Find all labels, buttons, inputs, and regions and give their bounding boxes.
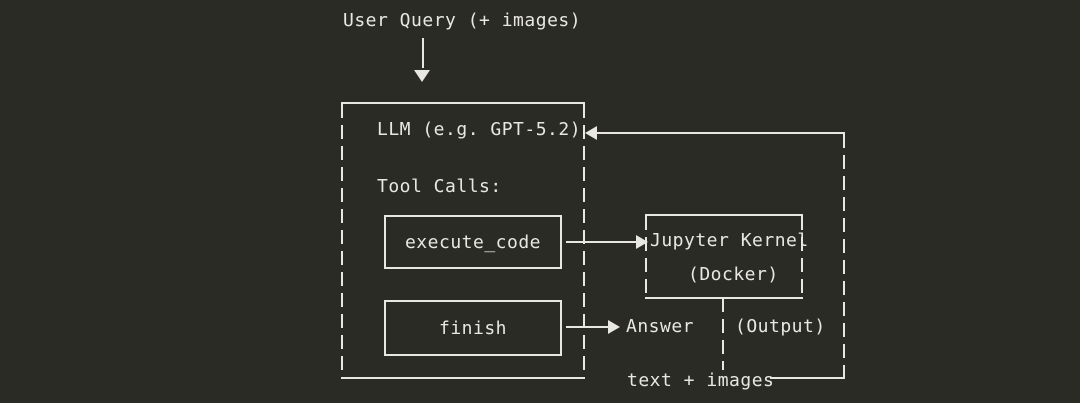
llm-box-border-left — [341, 104, 343, 378]
output-label: (Output) — [735, 316, 826, 337]
tool-calls-label: Tool Calls: — [377, 176, 502, 197]
finish-border-bottom — [384, 354, 562, 356]
finish-border-left — [384, 302, 386, 354]
llm-box-border-bottom — [341, 377, 585, 379]
execute-code-border-top — [384, 215, 562, 217]
user-query-label: User Query (+ images) — [343, 10, 582, 31]
llm-box-label: LLM (e.g. GPT-5.2) — [377, 119, 582, 140]
edge-finish-arrowhead-icon — [608, 320, 620, 334]
kernel-box-border-top — [645, 214, 803, 216]
feedback-line-top — [595, 132, 845, 134]
answer-label: Answer — [626, 316, 695, 337]
feedback-label: text + images — [627, 370, 775, 391]
execute-code-border-right — [560, 217, 562, 267]
execute-code-tool[interactable]: execute_code — [404, 231, 542, 253]
finish-border-top — [384, 300, 562, 302]
edge-finish-to-answer — [566, 326, 614, 328]
kernel-output-connector — [722, 298, 724, 370]
feedback-line-right — [843, 134, 845, 378]
finish-tool[interactable]: finish — [438, 317, 508, 339]
kernel-box-label-line1: Jupyter Kernel — [650, 230, 809, 251]
user-query-connector — [422, 38, 424, 68]
finish-border-right — [560, 302, 562, 354]
edge-execute-code-to-kernel — [566, 241, 642, 243]
kernel-box-border-left — [645, 216, 647, 298]
kernel-box-label-line2: (Docker) — [688, 264, 779, 285]
feedback-line-bottom — [770, 377, 845, 379]
kernel-box-border-right — [801, 216, 803, 298]
execute-code-border-left — [384, 217, 386, 267]
feedback-arrowhead-icon — [585, 126, 597, 140]
user-query-arrowhead-icon — [414, 70, 430, 82]
llm-box-border-top — [341, 102, 585, 104]
execute-code-border-bottom — [384, 267, 562, 269]
kernel-box-border-bottom — [645, 297, 803, 299]
